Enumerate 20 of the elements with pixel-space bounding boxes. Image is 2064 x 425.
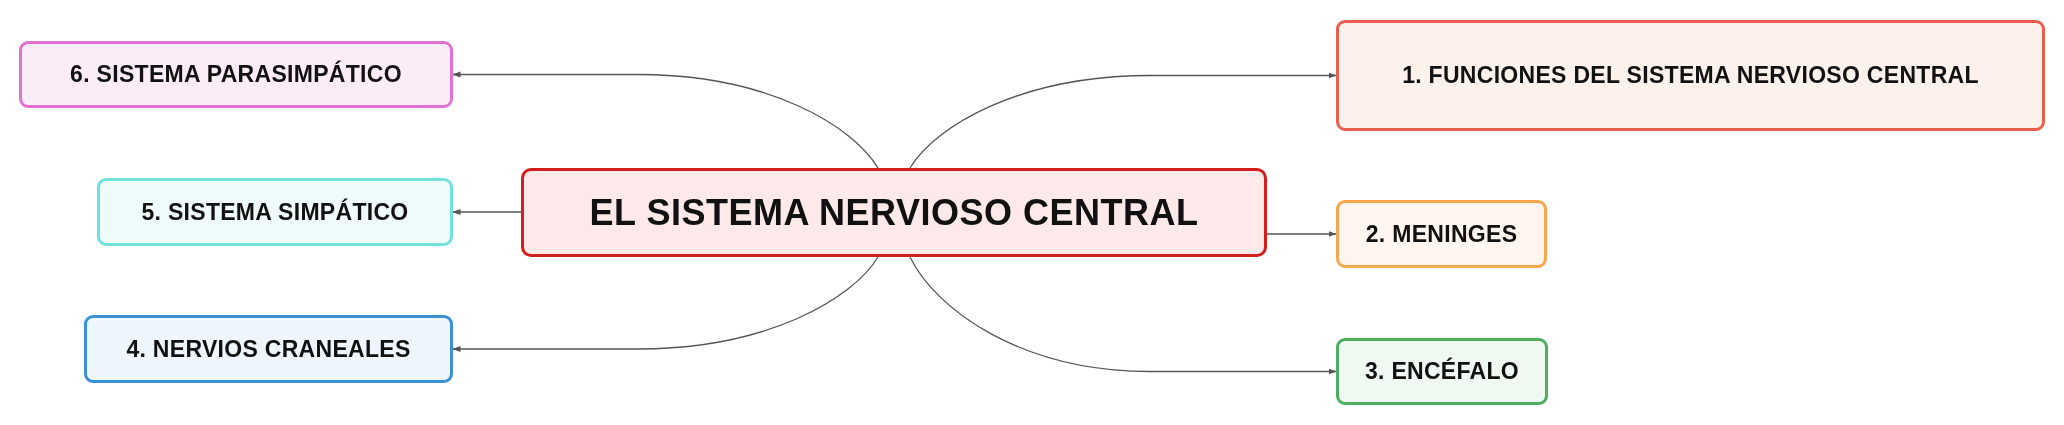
connector-arrow bbox=[1266, 231, 1337, 237]
topic-box bbox=[84, 315, 453, 383]
topic-box bbox=[97, 178, 453, 246]
topic-label: 5. SISTEMA SIMPÁTICO bbox=[141, 198, 409, 226]
central-topic-box bbox=[521, 168, 1267, 257]
topic-label: 4. NERVIOS CRANEALES bbox=[126, 335, 411, 363]
connector-arrow bbox=[452, 209, 522, 215]
connector-arrow bbox=[909, 72, 1337, 169]
central-topic-title: EL SISTEMA NERVIOSO CENTRAL bbox=[589, 191, 1199, 234]
connector-arrow bbox=[452, 71, 879, 169]
topic-box bbox=[1336, 200, 1547, 268]
topic-box bbox=[1336, 20, 2045, 131]
topic-label: 1. FUNCIONES DEL SISTEMA NERVIOSO CENTRAL bbox=[1402, 62, 1979, 89]
topic-box bbox=[1336, 338, 1548, 405]
topic-label: 6. SISTEMA PARASIMPÁTICO bbox=[70, 61, 402, 88]
topic-label: 3. ENCÉFALO bbox=[1364, 358, 1520, 385]
topic-box bbox=[19, 41, 453, 108]
connector-arrow bbox=[452, 256, 879, 352]
connector-arrow bbox=[909, 256, 1337, 375]
topic-label: 2. MENINGES bbox=[1365, 220, 1518, 248]
